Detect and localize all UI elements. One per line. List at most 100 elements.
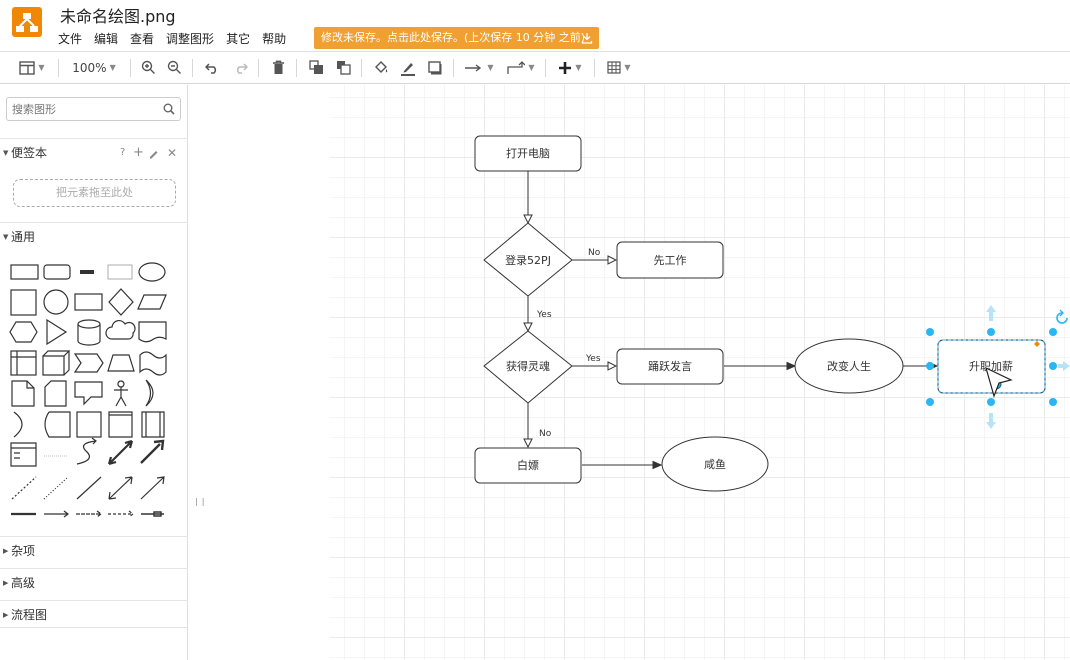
double-arrow-shape[interactable] bbox=[107, 439, 134, 466]
predefined-process-shape[interactable] bbox=[141, 411, 165, 438]
rotate-icon[interactable] bbox=[1056, 312, 1068, 324]
zoom-dropdown[interactable]: 100%▼ bbox=[66, 52, 122, 83]
app-logo[interactable] bbox=[12, 7, 42, 37]
container-shape[interactable] bbox=[76, 411, 102, 438]
resize-handle-e[interactable] bbox=[1049, 362, 1057, 370]
list-shape[interactable] bbox=[10, 442, 37, 467]
scratchpad-help-button[interactable]: ? bbox=[120, 147, 126, 158]
menu-edit[interactable]: 编辑 bbox=[94, 32, 119, 46]
triangle-shape[interactable] bbox=[46, 318, 68, 346]
resize-handle-sw[interactable] bbox=[926, 398, 934, 406]
sidebar-resize-handle[interactable]: ❘❘ bbox=[193, 497, 207, 506]
internal-storage-shape[interactable] bbox=[10, 350, 37, 376]
trapezoid-shape[interactable] bbox=[107, 354, 135, 372]
dashed-line-shape[interactable] bbox=[11, 476, 37, 500]
table-dropdown[interactable]: ▼ bbox=[602, 52, 636, 83]
curved-arrow-shape[interactable] bbox=[76, 437, 97, 465]
menu-view[interactable]: 查看 bbox=[130, 32, 155, 46]
diamond-shape[interactable] bbox=[108, 288, 134, 316]
step-shape[interactable] bbox=[73, 353, 104, 373]
general-section-header[interactable]: ▼ 通用 bbox=[0, 222, 188, 250]
dotted-line-shape[interactable] bbox=[43, 476, 69, 500]
redo-button[interactable] bbox=[230, 52, 250, 83]
process-shape[interactable] bbox=[74, 293, 103, 311]
node-soul-decision[interactable] bbox=[483, 330, 573, 404]
cylinder-shape[interactable] bbox=[77, 319, 101, 346]
note-shape[interactable] bbox=[11, 380, 35, 407]
node-work-first[interactable] bbox=[616, 241, 724, 279]
textbox-shape[interactable] bbox=[107, 264, 133, 280]
undo-button[interactable] bbox=[202, 52, 222, 83]
thick-arrow-shape[interactable] bbox=[140, 439, 165, 464]
node-slacker[interactable] bbox=[661, 436, 769, 492]
diagram-canvas[interactable]: No Yes Yes No 打开电脑 登录52PJ 先工作 获得灵魂 踊跃发言 … bbox=[330, 85, 1070, 660]
line-shape[interactable] bbox=[76, 476, 102, 500]
document-shape[interactable] bbox=[138, 321, 167, 343]
or-shape[interactable] bbox=[145, 379, 154, 407]
cube-shape[interactable] bbox=[42, 350, 71, 376]
dotted-arrow-shape[interactable] bbox=[108, 510, 134, 518]
to-front-button[interactable] bbox=[306, 52, 326, 83]
directional-arrow-shape[interactable] bbox=[140, 476, 165, 500]
menu-extras[interactable]: 其它 bbox=[226, 32, 251, 46]
resize-handle-ne[interactable] bbox=[1049, 328, 1057, 336]
circle-shape[interactable] bbox=[43, 289, 69, 315]
cloud-shape[interactable] bbox=[105, 319, 136, 340]
add-icon[interactable]: + bbox=[133, 145, 144, 160]
shape-search-box[interactable] bbox=[6, 97, 181, 121]
resize-handle-w[interactable] bbox=[926, 362, 934, 370]
close-icon[interactable]: ✕ bbox=[167, 146, 178, 160]
arrow-connector-shape[interactable] bbox=[44, 510, 69, 518]
delete-button[interactable] bbox=[268, 52, 288, 83]
frame-shape[interactable] bbox=[108, 411, 133, 438]
hexagon-shape[interactable] bbox=[9, 321, 38, 343]
actor-shape[interactable] bbox=[114, 380, 128, 407]
node-post[interactable] bbox=[616, 348, 724, 385]
waypoint-style-dropdown[interactable]: ▼ bbox=[503, 52, 539, 83]
fill-color-button[interactable] bbox=[371, 52, 391, 83]
dashed-arrow-shape[interactable] bbox=[76, 510, 102, 518]
misc-section-header[interactable]: ▶ 杂项 bbox=[0, 536, 188, 564]
to-back-button[interactable] bbox=[333, 52, 353, 83]
unsaved-changes-banner[interactable]: 修改未保存。点击此处保存。(上次保存 10 分钟 之前) bbox=[314, 27, 599, 49]
clone-arrow-down-icon[interactable] bbox=[986, 413, 996, 429]
rounding-handle[interactable] bbox=[1034, 341, 1040, 347]
node-change-life[interactable] bbox=[794, 338, 904, 394]
insert-dropdown[interactable]: ▼ bbox=[553, 52, 587, 83]
text-shape[interactable] bbox=[80, 270, 94, 274]
menu-help[interactable]: 帮助 bbox=[262, 32, 287, 46]
zoom-in-button[interactable] bbox=[138, 52, 158, 83]
menu-arrange[interactable]: 调整图形 bbox=[166, 32, 215, 46]
scratchpad-header[interactable]: ▼ 便签本 ? + ✕ bbox=[0, 138, 188, 166]
node-open-pc[interactable] bbox=[474, 135, 582, 172]
resize-handle-nw[interactable] bbox=[926, 328, 934, 336]
advanced-section-header[interactable]: ▶ 高级 bbox=[0, 568, 188, 596]
ellipse-shape[interactable] bbox=[138, 262, 166, 282]
zoom-out-button[interactable] bbox=[164, 52, 184, 83]
parallelogram-shape[interactable] bbox=[137, 294, 167, 310]
card-shape[interactable] bbox=[44, 380, 67, 407]
format-panel-toggle[interactable]: ▼ bbox=[14, 52, 50, 83]
clone-arrow-up-icon[interactable] bbox=[986, 305, 996, 321]
resize-handle-se[interactable] bbox=[1049, 398, 1057, 406]
delay-shape[interactable] bbox=[13, 411, 23, 438]
resize-handle-s[interactable] bbox=[987, 398, 995, 406]
link-shape[interactable] bbox=[141, 511, 164, 517]
rectangle-shape[interactable] bbox=[10, 264, 39, 280]
square-shape[interactable] bbox=[10, 289, 37, 316]
connection-style-dropdown[interactable]: ▼ bbox=[461, 52, 497, 83]
flowchart-section-header[interactable]: ▶ 流程图 bbox=[0, 600, 188, 628]
tape-shape[interactable] bbox=[139, 351, 167, 376]
shadow-button[interactable] bbox=[425, 52, 445, 83]
document-title[interactable]: 未命名绘图.png bbox=[60, 7, 176, 26]
menu-file[interactable]: 文件 bbox=[58, 32, 83, 46]
scratchpad-drop-zone[interactable]: 把元素拖至此处 bbox=[13, 179, 176, 207]
search-icon[interactable] bbox=[163, 103, 175, 115]
edit-icon[interactable] bbox=[148, 148, 159, 159]
resize-handle-n[interactable] bbox=[987, 328, 995, 336]
shape-search-input[interactable] bbox=[12, 100, 152, 118]
rounded-rectangle-shape[interactable] bbox=[43, 264, 71, 280]
display-shape[interactable] bbox=[44, 411, 71, 438]
bidirectional-arrow-shape[interactable] bbox=[108, 476, 133, 500]
clone-arrow-right-icon[interactable] bbox=[1058, 361, 1070, 371]
